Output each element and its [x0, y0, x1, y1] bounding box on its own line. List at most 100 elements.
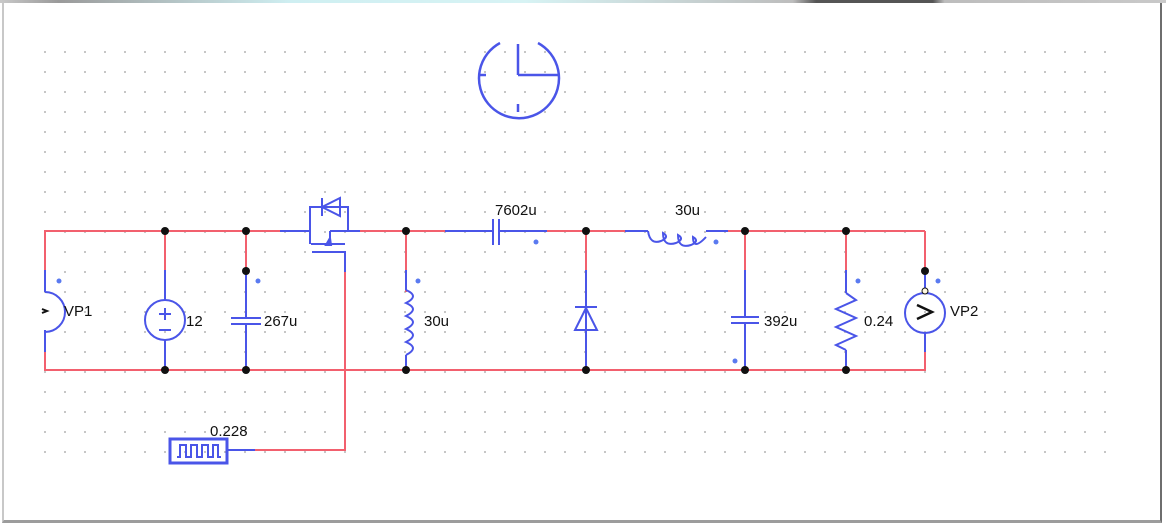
grid-dot: [844, 431, 846, 433]
grid-dot: [784, 291, 786, 293]
grid-dot: [1024, 151, 1026, 153]
grid-dot: [844, 51, 846, 53]
grid-dot: [84, 111, 86, 113]
pulse-source[interactable]: [168, 437, 255, 465]
grid-dot: [964, 371, 966, 373]
grid-dot: [924, 451, 926, 453]
grid-dot: [704, 211, 706, 213]
grid-dot: [1044, 171, 1046, 173]
grid-dot: [584, 191, 586, 193]
grid-dot: [624, 451, 626, 453]
grid-dot: [324, 211, 326, 213]
grid-dot: [1024, 91, 1026, 93]
grid-dot: [924, 211, 926, 213]
clock-icon[interactable]: [477, 41, 561, 120]
grid-dot: [724, 51, 726, 53]
grid-dot: [884, 51, 886, 53]
grid-dot: [84, 411, 86, 413]
grid-dot: [64, 451, 66, 453]
grid-dot: [1004, 151, 1006, 153]
grid-dot: [484, 171, 486, 173]
grid-dot: [884, 91, 886, 93]
grid-dot: [884, 131, 886, 133]
grid-dot: [724, 411, 726, 413]
inductor-l1[interactable]: [403, 270, 414, 370]
label-c-series: 7602u: [495, 202, 537, 219]
grid-dot: [744, 171, 746, 173]
grid-dot: [264, 91, 266, 93]
grid-dot: [1044, 291, 1046, 293]
grid-dot: [324, 231, 326, 233]
grid-dot: [864, 251, 866, 253]
grid-dot: [724, 211, 726, 213]
grid-dot: [564, 171, 566, 173]
grid-dot: [1004, 451, 1006, 453]
voltmeter-vp1[interactable]: [41, 270, 66, 352]
grid-dot: [144, 211, 146, 213]
grid-dot: [584, 131, 586, 133]
grid-dot: [464, 71, 466, 73]
grid-dot: [524, 291, 526, 293]
grid-dot: [1084, 351, 1086, 353]
grid-dot: [1064, 211, 1066, 213]
label-l2: 30u: [675, 202, 700, 219]
grid-dot: [784, 391, 786, 393]
grid-dot: [344, 191, 346, 193]
grid-dot: [304, 371, 306, 373]
grid-dot: [1004, 351, 1006, 353]
grid-dot: [844, 131, 846, 133]
grid-dot: [964, 131, 966, 133]
grid-dot: [64, 211, 66, 213]
grid-dot: [304, 351, 306, 353]
grid-dot: [564, 111, 566, 113]
grid-dot: [224, 371, 226, 373]
grid-dot: [364, 311, 366, 313]
grid-dot: [1084, 331, 1086, 333]
grid-dot: [724, 431, 726, 433]
grid-dot: [64, 71, 66, 73]
capacitor-series[interactable]: [445, 219, 547, 245]
resistor-load[interactable]: [833, 270, 859, 370]
grid-dot: [1024, 311, 1026, 313]
grid-dot: [104, 191, 106, 193]
grid-dot: [1104, 231, 1106, 233]
grid-dot: [1044, 271, 1046, 273]
grid-dot: [424, 171, 426, 173]
grid-dot: [764, 451, 766, 453]
capacitor-input[interactable]: [231, 271, 261, 370]
grid-dot: [364, 131, 366, 133]
grid-dot: [424, 71, 426, 73]
grid-dot: [864, 391, 866, 393]
grid-dot: [904, 71, 906, 73]
grid-dot: [744, 411, 746, 413]
diode[interactable]: [573, 270, 599, 370]
grid-dot: [284, 431, 286, 433]
grid-dot: [784, 151, 786, 153]
grid-dot: [704, 311, 706, 313]
grid-dot: [684, 371, 686, 373]
grid-dot: [964, 311, 966, 313]
grid-dot: [544, 391, 546, 393]
grid-dot: [384, 371, 386, 373]
grid-dot: [504, 391, 506, 393]
grid-dot: [944, 91, 946, 93]
grid-dot: [124, 111, 126, 113]
grid-dot: [224, 91, 226, 93]
label-c-output: 392u: [764, 313, 797, 330]
mosfet-switch[interactable]: [280, 196, 360, 272]
grid-dot: [924, 171, 926, 173]
grid-dot: [964, 331, 966, 333]
grid-dot: [724, 191, 726, 193]
grid-dot: [324, 191, 326, 193]
grid-dot: [864, 171, 866, 173]
grid-dot: [944, 171, 946, 173]
capacitor-output[interactable]: [731, 270, 759, 370]
grid-dot: [204, 351, 206, 353]
grid-dot: [84, 331, 86, 333]
inductor-l2[interactable]: [625, 230, 728, 247]
grid-dot: [724, 451, 726, 453]
grid-dot: [464, 391, 466, 393]
dc-source[interactable]: [144, 270, 186, 370]
grid-dot: [304, 451, 306, 453]
